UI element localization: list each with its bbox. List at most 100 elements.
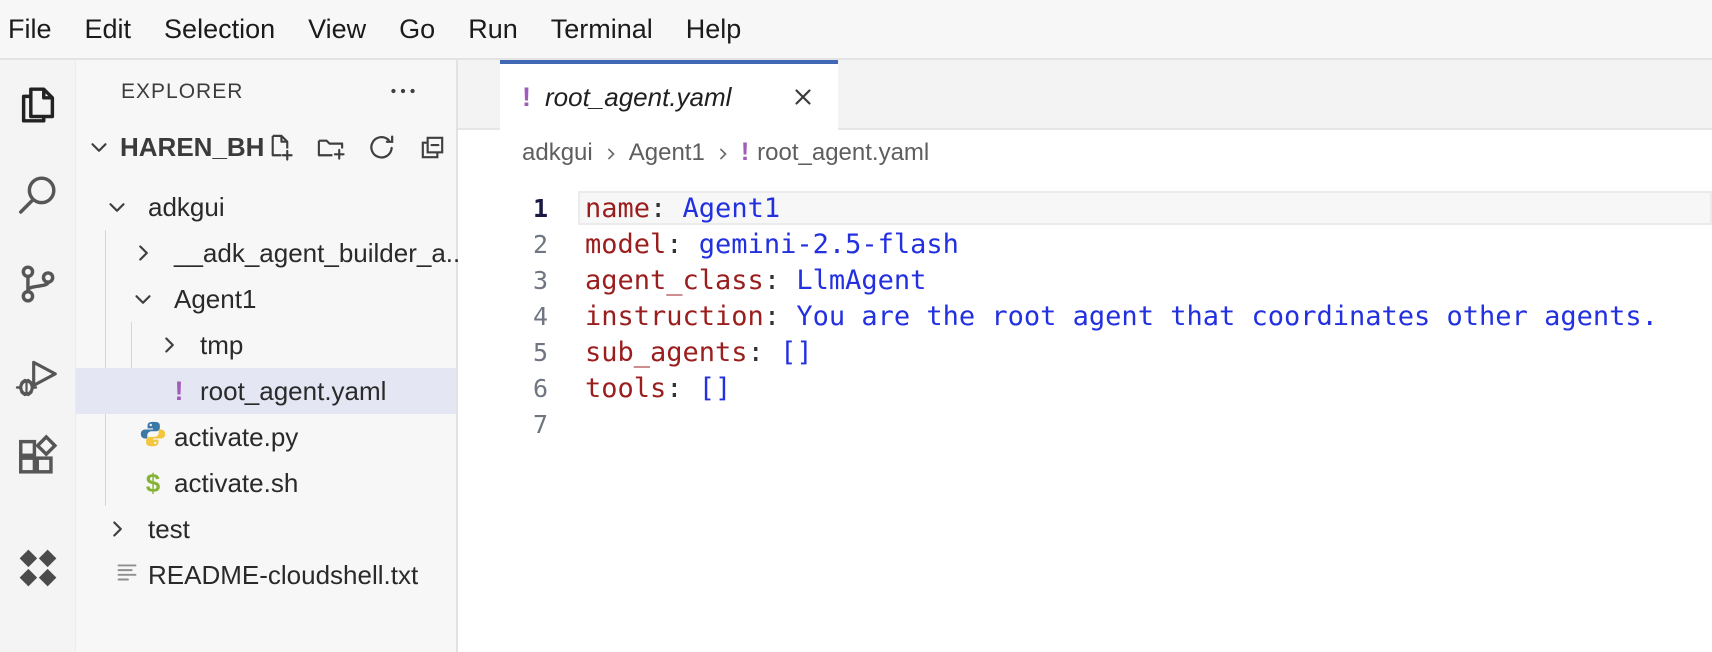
- line-content[interactable]: name: Agent1: [578, 191, 1712, 225]
- menu-run[interactable]: Run: [468, 13, 518, 44]
- code-line-1[interactable]: 1 name: Agent1: [458, 190, 1712, 226]
- menu-help[interactable]: Help: [685, 13, 742, 44]
- tree-item-activate-sh[interactable]: $activate.sh: [76, 460, 456, 506]
- code-line-7[interactable]: 7: [458, 406, 1712, 442]
- tree-item--adk-agent-builder-a-[interactable]: __adk_agent_builder_a...: [76, 230, 467, 276]
- code-line-5[interactable]: 5 sub_agents: []: [458, 334, 1712, 370]
- code-editor[interactable]: 1 name: Agent1 2 model: gemini-2.5-flash 3 ag…: [458, 176, 1712, 442]
- line-content[interactable]: [578, 407, 1712, 441]
- line-number[interactable]: 3: [532, 265, 548, 295]
- token-punct: :: [763, 300, 797, 332]
- text-file-icon: [112, 557, 142, 594]
- chevron-down-icon[interactable]: [86, 134, 112, 160]
- menu-edit[interactable]: Edit: [84, 13, 132, 44]
- yaml-warning-icon: !: [174, 375, 184, 406]
- tree-item-agent1[interactable]: Agent1: [76, 276, 456, 322]
- workspace-label: HAREN_BH: [120, 131, 265, 162]
- menu-view[interactable]: View: [308, 13, 367, 44]
- breadcrumb-item-adkgui[interactable]: adkgui: [522, 139, 593, 166]
- refresh-button[interactable]: [366, 132, 397, 163]
- line-content[interactable]: tools: []: [578, 371, 1712, 405]
- line-content[interactable]: model: gemini-2.5-flash: [578, 227, 1712, 261]
- tab-root-agent-yaml[interactable]: ! root_agent.yaml: [500, 60, 838, 130]
- new-file-icon: [264, 134, 295, 167]
- python-icon: [138, 419, 168, 456]
- tree-item-label: activate.py: [174, 421, 299, 452]
- activity-run-debug[interactable]: [15, 353, 61, 399]
- tree-item-label: activate.sh: [174, 467, 299, 498]
- sidebar-title: EXPLORER: [121, 80, 244, 103]
- menu-go[interactable]: Go: [399, 13, 436, 44]
- tab-bar: ! root_agent.yaml: [458, 60, 1712, 130]
- code-line-2[interactable]: 2 model: gemini-2.5-flash: [458, 226, 1712, 262]
- workspace-row[interactable]: HAREN_BH: [76, 124, 456, 170]
- line-number[interactable]: 1: [532, 193, 548, 223]
- tree-item-label: adkgui: [148, 191, 225, 222]
- line-number[interactable]: 2: [532, 229, 548, 259]
- breadcrumb-item-root-agent-yaml[interactable]: root_agent.yaml: [757, 139, 930, 166]
- main-row: EXPLORER HAREN_BH adkgui __adk_agent_buil…: [0, 60, 1712, 652]
- tree-item-label: test: [148, 513, 190, 544]
- close-icon[interactable]: [790, 84, 816, 110]
- token-key: tools: [585, 372, 667, 404]
- token-punct: :: [666, 372, 699, 404]
- line-content[interactable]: sub_agents: []: [578, 335, 1712, 369]
- yaml-warning-icon: !: [522, 81, 531, 112]
- tree-item-slot: [118, 240, 174, 266]
- token-key: agent_class: [585, 264, 764, 296]
- workspace-actions: [264, 132, 462, 163]
- activity-assistant[interactable]: [15, 545, 61, 591]
- line-number[interactable]: 4: [532, 301, 548, 331]
- chevron-right-icon: [130, 242, 156, 272]
- code-line-3[interactable]: 3 agent_class: LlmAgent: [458, 262, 1712, 298]
- tree-item-adkgui[interactable]: adkgui: [76, 184, 456, 230]
- menu-bar: File Edit Selection View Go Run Terminal Help: [0, 0, 1712, 60]
- line-number[interactable]: 6: [532, 373, 548, 403]
- new-file-button[interactable]: [264, 132, 295, 163]
- close-icon: [790, 89, 816, 114]
- code-line-4[interactable]: 4 instruction: You are the root agent tha…: [458, 298, 1712, 334]
- activity-explorer[interactable]: [15, 82, 61, 128]
- line-number[interactable]: 5: [532, 337, 548, 367]
- menu-file[interactable]: File: [8, 13, 52, 44]
- activity-extensions[interactable]: [15, 433, 61, 479]
- search-icon: [15, 171, 61, 217]
- token-value: []: [698, 372, 732, 404]
- line-content[interactable]: instruction: You are the root agent that…: [578, 299, 1712, 333]
- code-line-6[interactable]: 6 tools: []: [458, 370, 1712, 406]
- more-icon: [386, 88, 420, 112]
- tab-label: root_agent.yaml: [545, 81, 732, 112]
- activity-source-control[interactable]: [15, 261, 61, 307]
- tree-item-label: __adk_agent_builder_a...: [174, 237, 468, 268]
- tree-item-label: README-cloudshell.txt: [148, 559, 419, 590]
- yaml-warning-icon: !: [740, 138, 750, 166]
- breadcrumb-item-agent1[interactable]: Agent1: [628, 139, 705, 166]
- menu-selection[interactable]: Selection: [164, 13, 276, 44]
- tree-item-test[interactable]: test: [76, 506, 456, 552]
- tree-item-activate-py[interactable]: activate.py: [76, 414, 456, 460]
- activity-search[interactable]: [15, 171, 61, 217]
- tree-item-root-agent-yaml[interactable]: !root_agent.yaml: [76, 368, 456, 414]
- chevron-down-icon: [130, 288, 156, 318]
- tree-item-tmp[interactable]: tmp: [76, 322, 456, 368]
- tree-item-readme-cloudshell-txt[interactable]: README-cloudshell.txt: [76, 552, 456, 598]
- debug-icon: [15, 353, 61, 399]
- line-content[interactable]: agent_class: LlmAgent: [578, 263, 1712, 297]
- menu-terminal[interactable]: Terminal: [550, 13, 653, 44]
- extensions-icon: [15, 433, 61, 479]
- token-key: sub_agents: [585, 336, 748, 368]
- token-punct: :: [747, 336, 781, 368]
- collapse-all-button[interactable]: [417, 132, 448, 163]
- token-key: name: [585, 192, 651, 224]
- new-folder-button[interactable]: [315, 132, 346, 163]
- files-icon: [15, 82, 61, 128]
- tree-item-slot: $: [118, 468, 174, 498]
- more-actions-icon[interactable]: [386, 74, 420, 108]
- token-value: LlmAgent: [796, 264, 927, 296]
- token-key: instruction: [585, 300, 764, 332]
- activity-bar: [0, 60, 76, 652]
- chevron-right-icon: [156, 334, 182, 364]
- tree-item-label: tmp: [200, 329, 244, 360]
- line-number[interactable]: 7: [532, 409, 548, 439]
